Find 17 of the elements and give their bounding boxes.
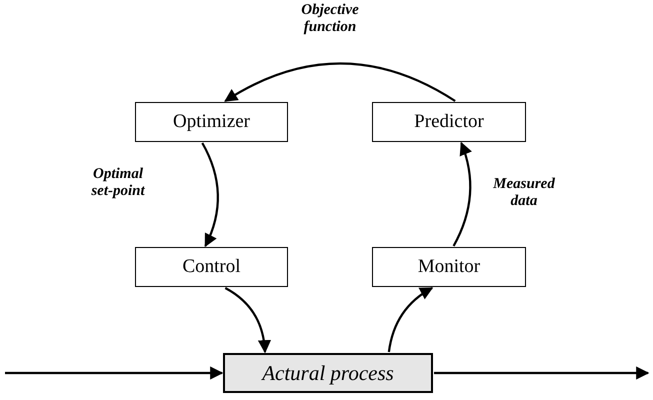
box-label: Optimizer: [172, 111, 250, 133]
process-box: [135, 247, 288, 287]
box-label: Monitor: [418, 256, 480, 278]
process-box: [372, 102, 526, 142]
box-label: Predictor: [414, 111, 484, 133]
box-label: Actural process: [262, 360, 394, 386]
box-label: Control: [182, 256, 241, 278]
arrow: [5, 366, 224, 380]
arrow: [434, 366, 650, 380]
arrow: [452, 142, 472, 246]
process-box: [372, 247, 526, 287]
process-box: [223, 353, 433, 393]
process-box: [135, 102, 288, 142]
arrow: [224, 62, 456, 102]
arrow: [201, 142, 219, 248]
arrow: [388, 287, 434, 352]
arrow: [224, 287, 271, 354]
